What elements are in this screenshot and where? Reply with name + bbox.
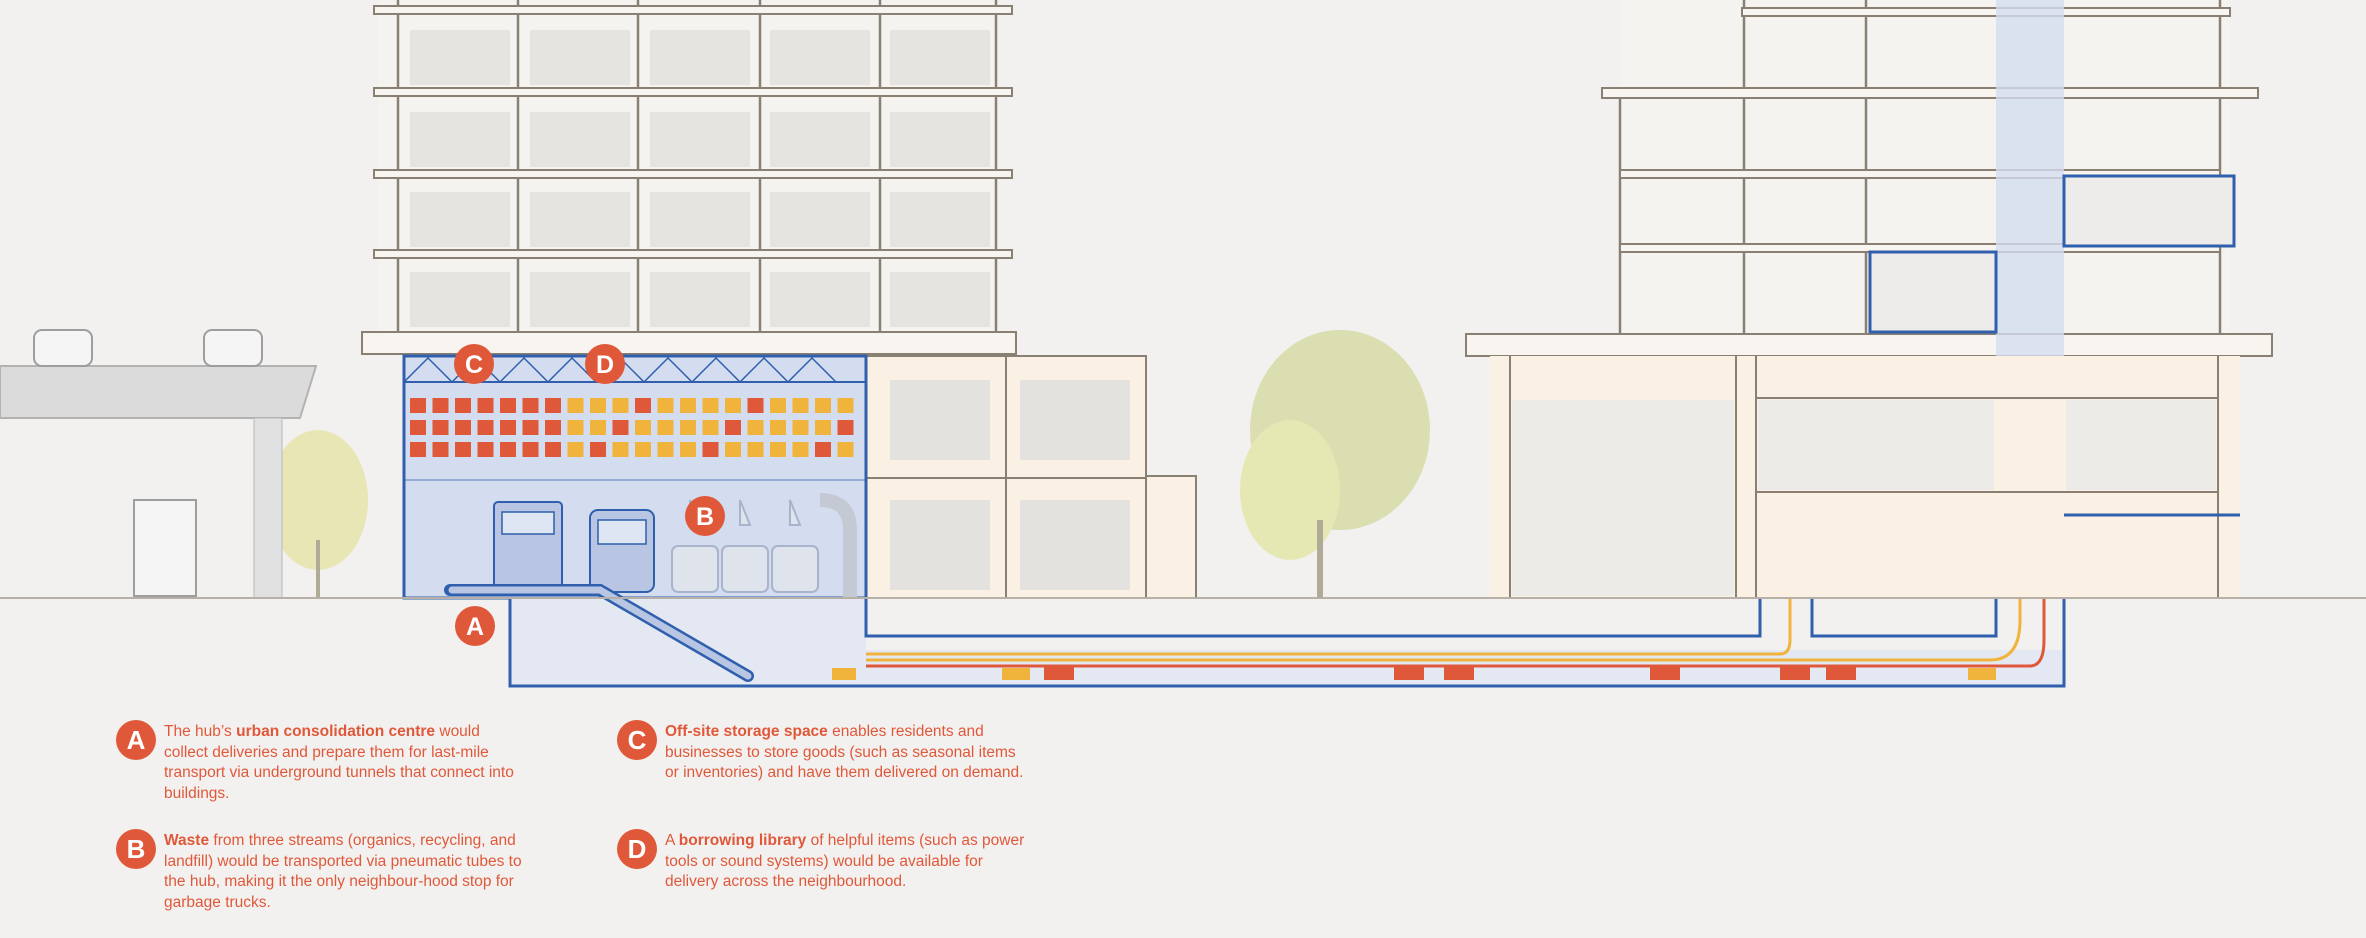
legend-marker-d: D	[617, 829, 657, 869]
storage-box	[432, 420, 449, 435]
storage-box	[500, 442, 516, 457]
storage-box	[477, 420, 494, 435]
legend-marker-c: C	[617, 720, 657, 760]
storage-box	[725, 420, 741, 435]
storage-box	[590, 420, 606, 435]
storage-box	[455, 420, 471, 435]
storage-box	[680, 420, 696, 435]
storage-box	[815, 398, 831, 413]
storage-box	[432, 442, 449, 457]
storage-box	[657, 398, 674, 413]
storage-box	[747, 398, 764, 413]
storage-box	[792, 420, 809, 435]
diagram-marker-c: C	[454, 344, 494, 384]
storage-box	[545, 398, 561, 413]
storage-box	[477, 442, 494, 457]
storage-box	[612, 442, 629, 457]
storage-box	[837, 442, 854, 457]
storage-box	[680, 398, 696, 413]
storage-box	[635, 398, 651, 413]
storage-box	[657, 442, 674, 457]
storage-box	[410, 442, 426, 457]
storage-box	[815, 442, 831, 457]
svg-text:C: C	[465, 351, 483, 379]
storage-box	[590, 442, 606, 457]
storage-box	[680, 442, 696, 457]
storage-box	[410, 420, 426, 435]
storage-box	[725, 442, 741, 457]
legend-text-a: The hub’s urban consolidation centre wou…	[164, 723, 514, 802]
storage-box	[837, 398, 854, 413]
left-tower	[361, 0, 1017, 355]
storage-box	[612, 420, 629, 435]
storage-box	[747, 442, 764, 457]
storage-box	[635, 420, 651, 435]
storage-box	[500, 420, 516, 435]
storage-box	[792, 442, 809, 457]
storage-box	[635, 442, 651, 457]
diagram-marker-a: A	[455, 606, 495, 646]
storage-box	[725, 398, 741, 413]
storage-box	[657, 420, 674, 435]
storage-box	[770, 398, 786, 413]
storage-box	[612, 398, 629, 413]
legend-marker-b: B	[116, 829, 156, 869]
storage-box	[567, 398, 584, 413]
tree-icon	[268, 430, 368, 598]
storage-box	[815, 420, 831, 435]
storage-box	[702, 420, 719, 435]
storage-box	[522, 442, 539, 457]
storage-box	[702, 442, 719, 457]
storage-box	[567, 420, 584, 435]
consolidation-hub	[402, 354, 868, 620]
storage-box	[747, 420, 764, 435]
legend-text-c: Off-site storage space enables residents…	[665, 723, 1024, 781]
storage-box	[477, 398, 494, 413]
diagram-marker-b: B	[685, 496, 725, 536]
storage-box	[792, 398, 809, 413]
svg-text:B: B	[696, 503, 714, 531]
storage-box	[410, 398, 426, 413]
truck-icon	[133, 499, 197, 597]
storage-box	[522, 420, 539, 435]
storage-box	[702, 398, 719, 413]
right-podium	[1490, 356, 2240, 598]
storage-box	[455, 398, 471, 413]
storage-box	[545, 420, 561, 435]
storage-box	[545, 442, 561, 457]
car-icon	[33, 329, 263, 367]
storage-box	[455, 442, 471, 457]
storage-box	[770, 442, 786, 457]
legend-marker-a: A	[116, 720, 156, 760]
svg-text:A: A	[466, 613, 484, 641]
storage-box	[590, 398, 606, 413]
storage-box	[837, 420, 854, 435]
legend-text-b: Waste from three streams (organics, recy…	[164, 832, 522, 911]
diagram-marker-d: D	[585, 344, 625, 384]
legend-text-d: A borrowing library of helpful items (su…	[665, 832, 1025, 890]
tree-icon	[1240, 330, 1430, 598]
storage-box	[500, 398, 516, 413]
svg-text:D: D	[596, 351, 614, 379]
storage-box	[770, 420, 786, 435]
storage-box	[522, 398, 539, 413]
storage-box	[432, 398, 449, 413]
storage-box	[567, 442, 584, 457]
left-shops	[865, 355, 1197, 599]
